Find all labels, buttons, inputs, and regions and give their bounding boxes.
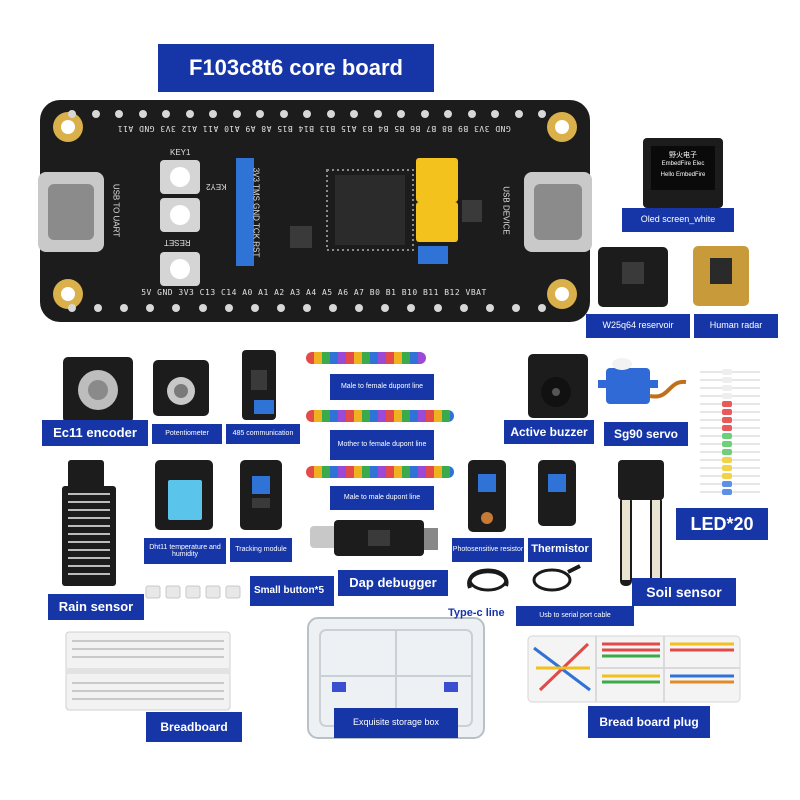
label-small-button: Small button*5 xyxy=(250,576,334,606)
label-dht11: Dht11 temperature and humidity xyxy=(144,538,226,564)
mcu-chip xyxy=(335,175,405,245)
label-sg90-servo: Sg90 servo xyxy=(604,422,688,446)
swd-header xyxy=(236,158,254,266)
label-photosensitive-resistor: Photosensitive resistor xyxy=(452,538,524,562)
swd-header-label: 3V3 TMS GND TCK RST xyxy=(251,167,261,258)
reset-label: RESET xyxy=(164,238,191,247)
label-male-to-male-dupont: Male to male dupont line xyxy=(330,486,434,510)
oled-line-3: Hello EmbedFire xyxy=(660,172,706,178)
top-pin-row xyxy=(68,110,546,118)
label-ec11-encoder: Ec11 encoder xyxy=(42,420,148,446)
top-pin-labels: GND 3V3 B9 B8 B7 B6 B5 B4 B3 A15 B13 B14… xyxy=(117,124,511,133)
label-usb-to-serial: Usb to serial port cable xyxy=(516,606,634,626)
label-bread-board-plug: Bread board plug xyxy=(588,706,710,738)
label-dap-debugger: Dap debugger xyxy=(338,570,448,596)
dupont-cable-male-female xyxy=(306,352,426,364)
label-human-radar: Human radar xyxy=(694,314,778,338)
label-storage-box: Exquisite storage box xyxy=(334,708,458,738)
dupont-cable-male-male xyxy=(306,466,454,478)
usb-right-label: USB DEVICE xyxy=(501,186,511,235)
usb-left-label: USB TO UART xyxy=(111,183,121,238)
label-mother-to-female-dupont: Mother to female dupont line xyxy=(330,430,434,460)
label-soil-sensor: Soil sensor xyxy=(632,578,736,606)
page-title: F103c8t6 core board xyxy=(158,44,434,92)
label-485-communication: 485 communication xyxy=(226,424,300,444)
label-rain-sensor: Rain sensor xyxy=(48,594,144,620)
label-breadboard: Breadboard xyxy=(146,712,242,742)
label-tracking-module: Tracking module xyxy=(230,538,292,562)
label-thermistor: Thermistor xyxy=(528,538,592,562)
label-active-buzzer: Active buzzer xyxy=(504,420,594,444)
label-male-to-female-dupont: Male to female dupont line xyxy=(330,374,434,400)
oled-line-2: EmbedFire Elec xyxy=(661,161,705,167)
key1-label: KEY1 xyxy=(170,148,191,157)
label-w25q64: W25q64 reservoir xyxy=(586,314,690,338)
bottom-pin-labels: 5V GND 3V3 C13 C14 A0 A1 A2 A3 A4 A5 A6 … xyxy=(141,288,487,297)
dupont-cable-female-female xyxy=(306,410,454,422)
bottom-pin-row xyxy=(68,304,546,312)
oled-line-1: 野火电子 xyxy=(669,152,697,159)
label-led: LED*20 xyxy=(676,508,768,540)
key2-label: KEY2 xyxy=(206,182,227,191)
label-type-c-line: Type-c line xyxy=(448,607,505,619)
label-potentiometer: Potentiometer xyxy=(152,424,222,444)
label-oled: Oled screen_white xyxy=(622,208,734,232)
